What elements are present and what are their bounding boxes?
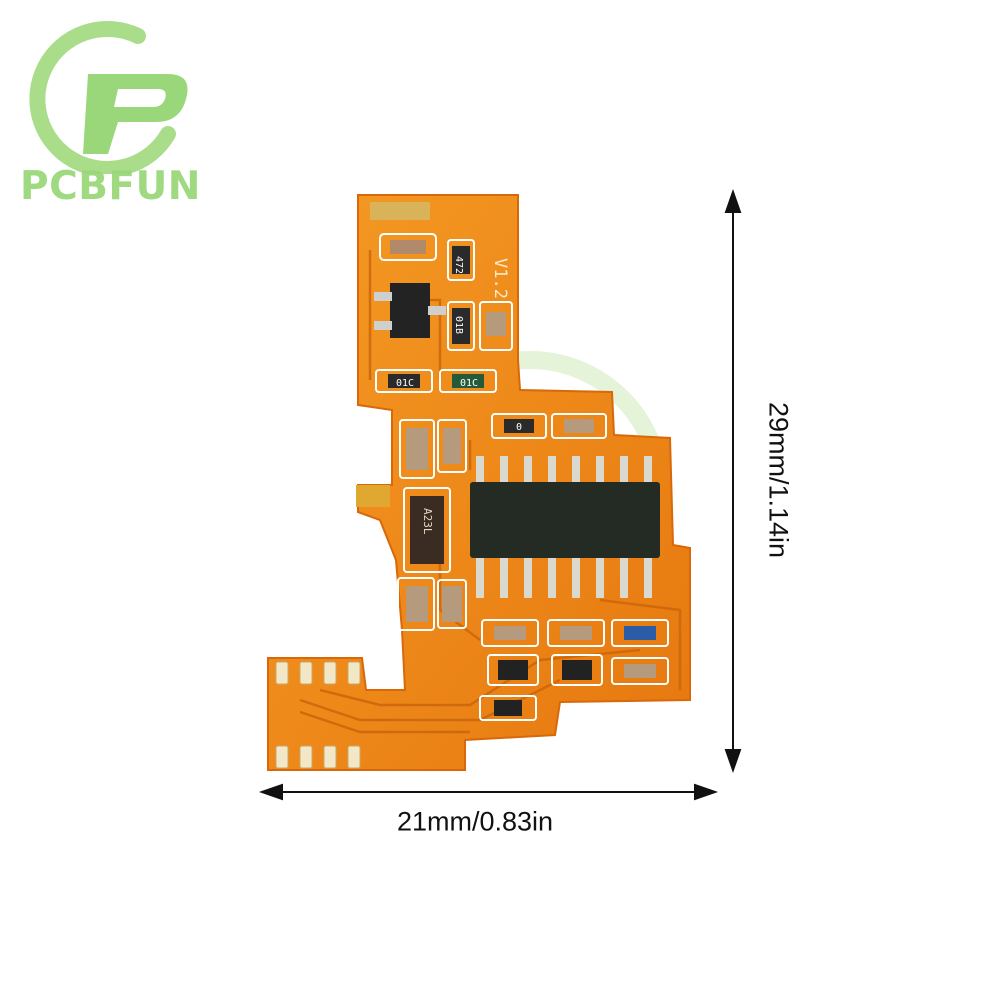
mark-r4: A23L (421, 508, 434, 535)
mark-r1: 472 (453, 256, 464, 274)
version-label: V1.2 (490, 258, 510, 299)
brand-name: PCBFUN (20, 164, 201, 209)
pcbfun-logo-icon (29, 21, 188, 177)
regulator-chip (374, 283, 446, 338)
mark-d2: 01C (460, 378, 478, 389)
height-dimension-arrow (724, 188, 742, 774)
mark-r3: 0 (516, 422, 522, 433)
passive-components (375, 233, 669, 721)
width-dimension-label: 21mm/0.83in (396, 806, 554, 837)
mark-r2: 01B (453, 316, 464, 334)
connector-pads (275, 661, 361, 769)
ic-chip (470, 456, 660, 598)
width-dimension-arrow (258, 783, 719, 801)
pcbfun-logo (18, 14, 208, 214)
side-tab (356, 485, 390, 507)
mark-d1: 01C (396, 378, 414, 389)
gold-contact (370, 202, 430, 220)
height-dimension-label: 29mm/1.14in (763, 401, 794, 559)
